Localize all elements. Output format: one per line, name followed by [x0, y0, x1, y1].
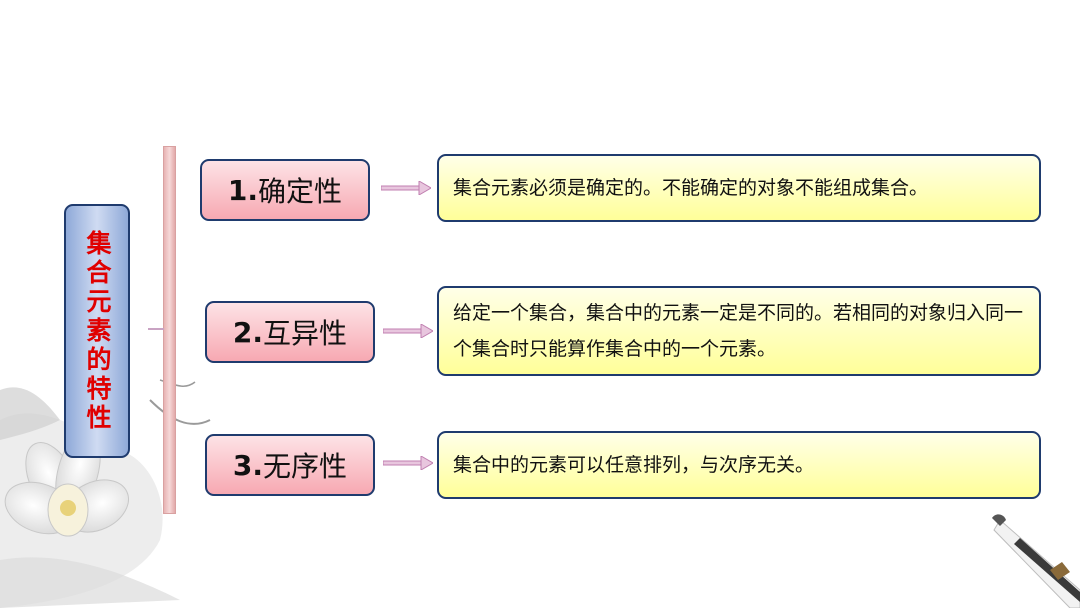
description-box-2: 给定一个集合，集合中的元素一定是不同的。若相同的对象归入同一个集合时只能算作集合…	[437, 286, 1041, 376]
calligraphy-brush-icon	[992, 514, 1080, 608]
right-arrow-icon	[383, 324, 433, 338]
property-box-3: 3.无序性	[205, 434, 375, 496]
property-name-3: 无序性	[263, 450, 348, 483]
description-box-3: 集合中的元素可以任意排列，与次序无关。	[437, 431, 1041, 499]
property-name-1: 确定性	[258, 175, 343, 208]
property-name-2: 互异性	[263, 317, 348, 350]
property-box-1: 1.确定性	[200, 159, 370, 221]
lotus-flower-icon	[0, 379, 211, 608]
bracket-bar	[163, 146, 176, 514]
bracket-connector	[148, 328, 164, 330]
slide-title: 集合元素的特性	[83, 229, 112, 433]
property-number-2: 2.	[232, 315, 264, 349]
property-number-1: 1.	[227, 173, 259, 207]
property-description-3: 集合中的元素可以任意排列，与次序无关。	[453, 454, 815, 476]
right-arrow-icon	[383, 456, 433, 470]
right-arrow-icon	[381, 181, 431, 195]
property-description-1: 集合元素必须是确定的。不能确定的对象不能组成集合。	[453, 177, 929, 199]
property-description-2: 给定一个集合，集合中的元素一定是不同的。若相同的对象归入同一个集合时只能算作集合…	[453, 302, 1024, 360]
description-box-1: 集合元素必须是确定的。不能确定的对象不能组成集合。	[437, 154, 1041, 222]
property-box-2: 2.互异性	[205, 301, 375, 363]
title-box: 集合元素的特性	[64, 204, 130, 458]
property-number-3: 3.	[232, 448, 264, 482]
